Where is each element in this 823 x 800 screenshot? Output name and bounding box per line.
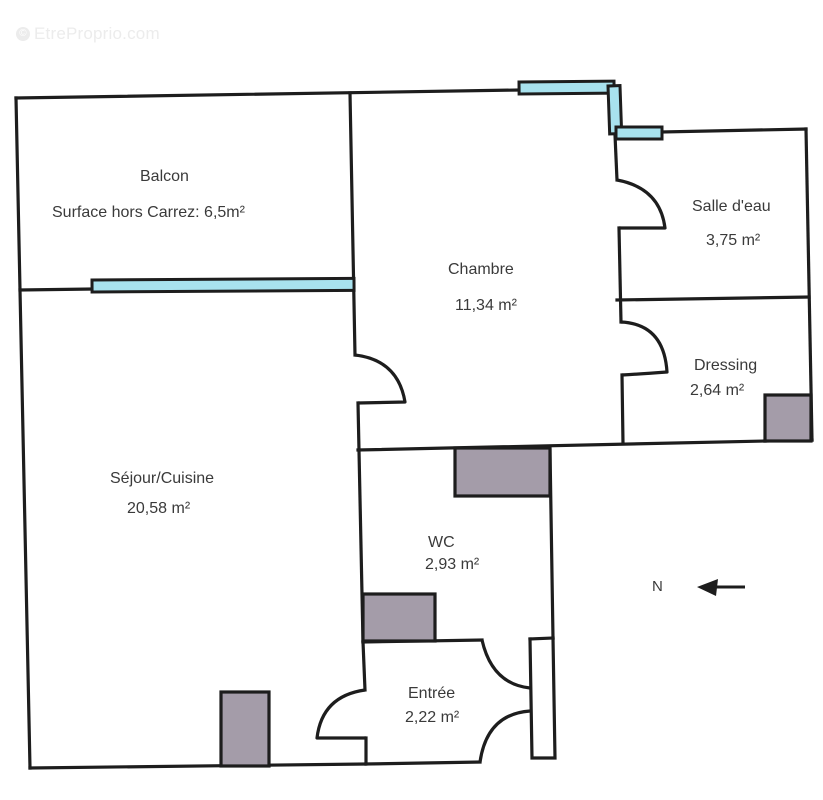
room-wc-area: 2,93 m² (425, 556, 480, 573)
room-chambre-area: 11,34 m² (455, 297, 517, 314)
window-sejour (90, 276, 356, 294)
room-chambre-name: Chambre (448, 261, 514, 278)
room-balcon-area: Surface hors Carrez: 6,5m² (52, 204, 245, 221)
arrow-left-icon (697, 579, 745, 596)
duct-wc-left (361, 592, 437, 643)
windows (90, 79, 664, 294)
duct-wc-top (453, 446, 552, 498)
compass-north-label: N (652, 578, 663, 595)
door-entrance (478, 709, 531, 763)
walls (14, 88, 814, 770)
room-balcon-name: Balcon (140, 168, 189, 185)
room-entree-area: 2,22 m² (405, 709, 460, 726)
room-salle-deau-name: Salle d'eau (692, 198, 771, 215)
room-wc-name: WC (428, 534, 455, 551)
room-dressing-area: 2,64 m² (690, 382, 745, 399)
room-salle-deau-area: 3,75 m² (706, 232, 761, 249)
ducts (219, 393, 813, 768)
room-dressing-name: Dressing (694, 357, 758, 374)
door-wc (480, 639, 531, 690)
window-salle-deau (614, 125, 664, 141)
duct-dressing (763, 393, 813, 443)
watermark-text: EtreProprio.com (34, 24, 160, 43)
door-salle-deau (616, 178, 667, 230)
window-chambre-top (517, 79, 616, 96)
copyright-icon: © (16, 27, 30, 41)
watermark: © EtreProprio.com (16, 24, 160, 44)
duct-sejour (219, 690, 271, 768)
door-sejour (315, 688, 366, 740)
doors (315, 178, 669, 763)
room-entree-name: Entrée (408, 685, 456, 702)
room-sejour-area: 20,58 m² (127, 500, 191, 517)
room-sejour-name: Séjour/Cuisine (110, 470, 215, 487)
door-chambre (354, 353, 407, 405)
door-dressing (620, 320, 669, 377)
